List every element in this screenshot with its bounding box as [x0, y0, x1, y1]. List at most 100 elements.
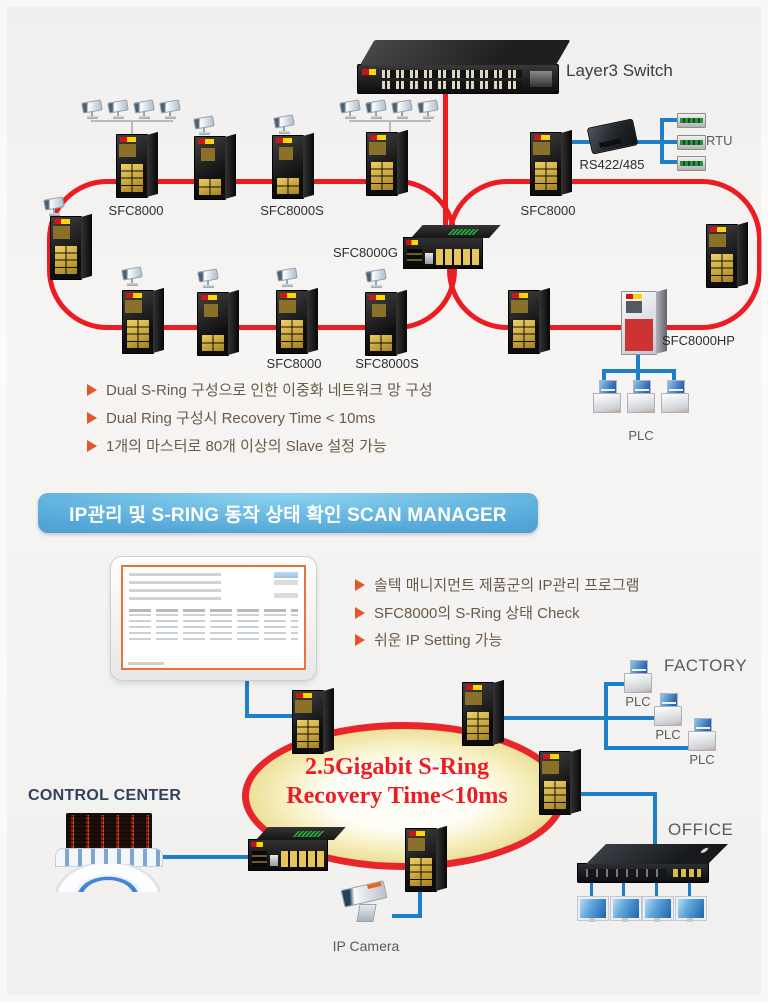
ring-switch-right — [539, 751, 571, 815]
scan-feature-text-1: 솔텍 매니지먼트 제품군의 IP관리 프로그램 — [374, 577, 640, 594]
factory-stub-3 — [604, 746, 690, 750]
cctv-camera-icon — [192, 116, 216, 136]
sfc8000-switch — [366, 132, 398, 196]
feature-text-1: Dual S-Ring 구성으로 인한 이중화 네트워크 망 구성 — [106, 382, 433, 399]
line-ring-to-office-h — [577, 792, 657, 796]
scan-feature-row-1: 솔텍 매니지먼트 제품군의 IP관리 프로그램 — [355, 574, 639, 595]
cctv-camera-icon — [158, 100, 182, 120]
cctv-camera-icon — [132, 100, 156, 120]
ring-switch-bottom — [405, 828, 437, 892]
scan-manager-banner: IP관리 및 S-RING 동작 상태 확인 SCAN MANAGER — [38, 493, 538, 533]
plc-drop-3 — [672, 371, 676, 381]
office-monitor — [610, 896, 642, 922]
scan-feature-row-2: SFC8000의 S-Ring 상태 Check — [355, 602, 580, 623]
ring-switch-desktop — [248, 839, 328, 871]
cctv-camera-icon — [364, 100, 388, 120]
control-center-label: CONTROL CENTER — [28, 787, 182, 804]
layer3-switch-label: Layer3 Switch — [566, 61, 673, 80]
plc-drop-1 — [602, 371, 606, 381]
office-monitor — [577, 896, 609, 922]
label-plc-factory-1: PLC — [625, 694, 651, 709]
factory-stub-1 — [604, 682, 626, 686]
office-switch — [577, 863, 709, 883]
hp-plc-drop — [636, 353, 640, 371]
sfc8000s-switch — [365, 292, 397, 356]
cctv-camera-icon — [272, 115, 296, 135]
label-sfc8000s-bottom: SFC8000S — [355, 356, 419, 371]
line-ring-to-office-v — [653, 792, 657, 845]
cctv-camera-icon — [42, 197, 66, 217]
bullet-arrow-icon — [355, 578, 365, 591]
sfc8000-switch — [530, 132, 562, 196]
banner-title: IP관리 및 S-RING 동작 상태 확인 SCAN MANAGER — [69, 504, 507, 526]
label-sfc8000-top-left: SFC8000 — [108, 203, 164, 218]
plc-device — [687, 718, 717, 752]
sring-line-2: Recovery Time<10ms — [286, 783, 508, 809]
bullet-arrow-icon — [87, 439, 97, 452]
cctv-camera-icon — [80, 100, 104, 120]
cctv-camera-icon — [275, 268, 299, 288]
factory-trunk — [604, 682, 608, 750]
scan-manager-device-table — [129, 609, 298, 649]
cctv-camera-icon — [364, 269, 388, 289]
rtu-module — [677, 113, 706, 128]
sfc8000-switch — [508, 290, 540, 354]
sfc8000-switch — [122, 290, 154, 354]
label-sfc8000g: SFC8000G — [332, 245, 398, 260]
plc-device — [623, 660, 653, 694]
rs422-converter — [586, 120, 638, 154]
office-monitor-drop-2 — [622, 881, 625, 897]
label-sfc8000-top-right: SFC8000 — [520, 203, 576, 218]
ip-camera-label: IP Camera — [332, 938, 400, 954]
bullet-arrow-icon — [87, 383, 97, 396]
sfc8000-switch — [50, 216, 82, 280]
line-rs422-to-rtu-trunk — [630, 140, 664, 144]
control-center-console — [51, 864, 165, 892]
rtu-module — [677, 156, 706, 171]
bullet-arrow-icon — [355, 606, 365, 619]
plc-device — [653, 693, 683, 727]
label-plc-factory-2: PLC — [655, 727, 681, 742]
scan-manager-buttons — [274, 572, 298, 606]
office-monitor-drop-4 — [688, 881, 691, 897]
cctv-camera-icon — [106, 100, 130, 120]
cctv-camera-icon — [120, 267, 144, 287]
plc-drop-2 — [636, 371, 640, 381]
ip-camera-device — [336, 880, 394, 924]
sfc8000-switch — [706, 224, 738, 288]
office-monitor — [642, 896, 674, 922]
sfc8000s-switch — [194, 136, 226, 200]
feature-text-2: Dual Ring 구성시 Recovery Time < 10ms — [106, 410, 376, 427]
scan-manager-statusbar — [128, 662, 164, 665]
line-ring-to-factory — [500, 716, 656, 720]
cctv-camera-icon — [338, 100, 362, 120]
scan-manager-monitor — [110, 556, 317, 681]
office-label: OFFICE — [668, 820, 734, 839]
label-sfc8000hp: SFC8000HP — [662, 333, 735, 348]
office-monitor-drop-1 — [590, 881, 593, 897]
feature-row-1: Dual S-Ring 구성으로 인한 이중화 네트워크 망 구성 — [87, 379, 433, 400]
feature-row-3: 1개의 마스터로 80개 이상의 Slave 설정 가능 — [87, 435, 387, 456]
office-monitor-drop-3 — [655, 881, 658, 897]
camera-group-left — [80, 100, 184, 138]
rtu-stub-2 — [662, 140, 678, 144]
sring-ellipse-text: 2.5Gigabit S-Ring Recovery Time<10ms — [247, 753, 547, 811]
factory-label: FACTORY — [664, 656, 748, 675]
scan-feature-text-3: 쉬운 IP Setting 가능 — [374, 632, 503, 649]
cctv-camera-icon — [416, 100, 440, 120]
plc-device — [592, 380, 622, 414]
monitor-cable-v — [245, 679, 249, 717]
scan-feature-text-2: SFC8000의 S-Ring 상태 Check — [374, 605, 580, 622]
bullet-arrow-icon — [355, 633, 365, 646]
line-ring-to-control-center — [160, 855, 250, 859]
label-sfc8000-bottom: SFC8000 — [266, 356, 322, 371]
scan-manager-form-area — [129, 573, 221, 600]
ring-switch-upper-right — [462, 682, 494, 746]
cctv-camera-icon — [390, 100, 414, 120]
rtu-module — [677, 135, 706, 150]
sfc8000hp-switch — [621, 291, 657, 355]
rtu-stub-1 — [662, 118, 678, 122]
feature-row-2: Dual Ring 구성시 Recovery Time < 10ms — [87, 407, 375, 428]
layer3-switch-device — [357, 64, 559, 94]
